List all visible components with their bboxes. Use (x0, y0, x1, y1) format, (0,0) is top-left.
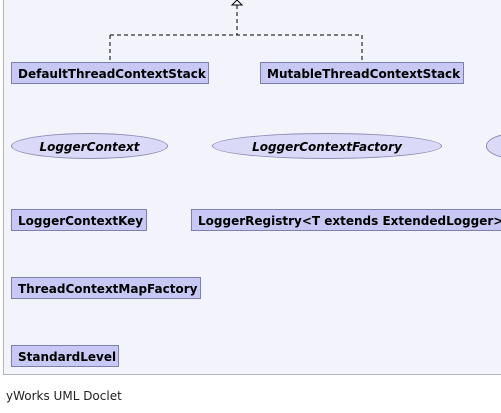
class-logger-registry[interactable]: LoggerRegistry<T extends ExtendedLogger> (191, 209, 501, 231)
class-mutable-thread-context-stack[interactable]: MutableThreadContextStack (260, 62, 464, 84)
class-logger-context-key[interactable]: LoggerContextKey (11, 209, 147, 231)
class-name-label: ThreadContextMapFactory (18, 282, 198, 296)
uml-diagram-canvas: DefaultThreadContextStack MutableThreadC… (3, 0, 501, 375)
inheritance-connectors (109, 0, 363, 62)
interface-name-label: LoggerContext (39, 140, 140, 154)
inheritance-arrowhead-icon (230, 0, 244, 6)
footer-label: yWorks UML Doclet (6, 389, 122, 403)
class-name-label: MutableThreadContextStack (267, 67, 461, 81)
class-default-thread-context-stack[interactable]: DefaultThreadContextStack (11, 62, 209, 84)
class-name-label: DefaultThreadContextStack (18, 67, 206, 81)
class-name-label: LoggerContextKey (18, 214, 144, 228)
class-name-label: StandardLevel (18, 350, 117, 364)
class-thread-context-map-factory[interactable]: ThreadContextMapFactory (11, 277, 201, 299)
interface-logger-context-factory[interactable]: LoggerContextFactory (212, 133, 442, 159)
class-name-label: LoggerRegistry<T extends ExtendedLogger> (198, 214, 501, 228)
interface-name-label: LoggerContextFactory (252, 140, 402, 154)
interface-logger-context[interactable]: LoggerContext (11, 133, 168, 159)
class-standard-level[interactable]: StandardLevel (11, 345, 119, 367)
